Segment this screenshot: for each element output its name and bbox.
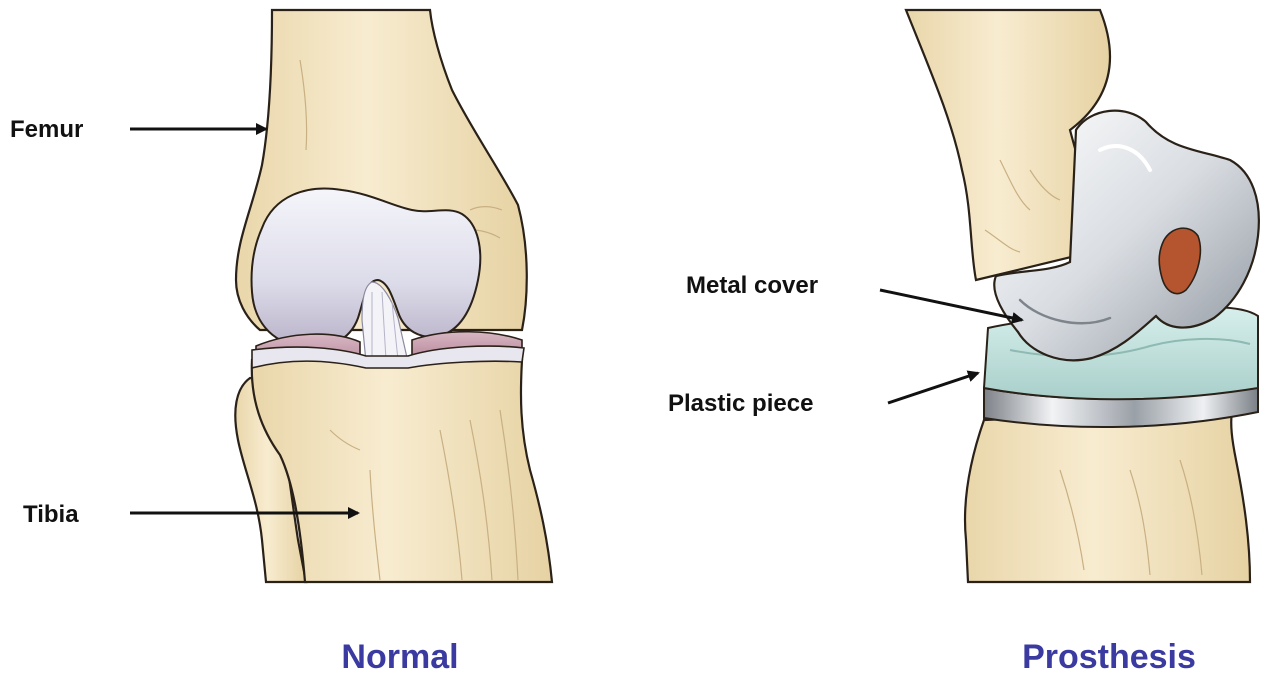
- prosthesis-tibia-bone: [965, 410, 1250, 582]
- plastic-piece-arrow: [888, 373, 978, 403]
- prosthesis-caption: Prosthesis: [1022, 638, 1196, 675]
- metal-cover-label: Metal cover: [686, 272, 818, 299]
- metal-cover-callout: Metal cover: [686, 272, 1022, 320]
- prosthesis-knee-illustration: [906, 10, 1259, 582]
- femur-label: Femur: [10, 116, 83, 143]
- normal-knee-illustration: [235, 10, 552, 582]
- femur-callout: Femur: [10, 116, 266, 143]
- plastic-piece-callout: Plastic piece: [668, 373, 978, 417]
- tibia-label: Tibia: [23, 501, 79, 528]
- normal-caption: Normal: [341, 638, 458, 675]
- plastic-piece-label: Plastic piece: [668, 390, 813, 417]
